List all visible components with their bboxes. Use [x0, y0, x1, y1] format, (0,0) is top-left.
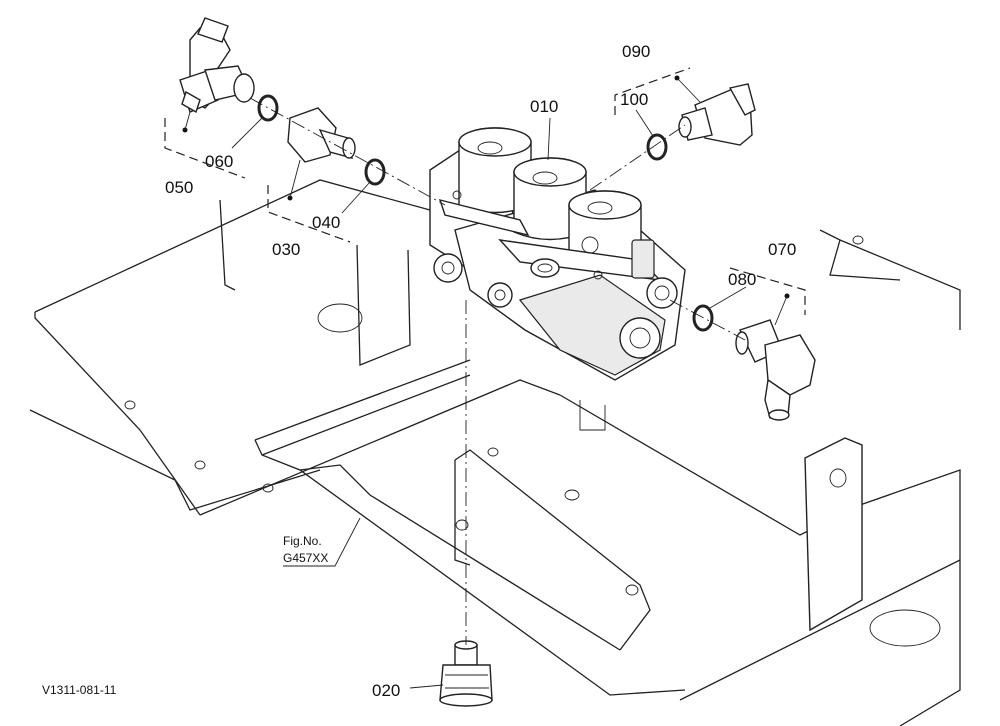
center-lines	[249, 97, 746, 645]
label-080: 080	[728, 270, 756, 289]
bracket-090-100	[614, 67, 701, 137]
label-040: 040	[312, 213, 340, 232]
label-070: 070	[768, 240, 796, 259]
leader-020	[409, 684, 444, 689]
leader-fig	[283, 517, 361, 567]
bracket-030-040	[267, 159, 371, 243]
tee-fitting-050	[179, 17, 255, 114]
frame-plate	[29, 179, 961, 726]
figure-ref-line1: Fig.No.	[283, 534, 322, 548]
adapter-030	[287, 107, 356, 163]
label-050: 050	[165, 178, 193, 197]
label-020: 020	[372, 681, 400, 700]
label-060: 060	[205, 152, 233, 171]
label-090: 090	[622, 42, 650, 61]
bracket-070-080	[709, 267, 806, 326]
valve-block-010	[429, 127, 686, 381]
elbow-070	[735, 319, 816, 421]
figure-ref-line2: G457XX	[283, 551, 328, 565]
drawing-code: V1311-081-11	[42, 683, 117, 697]
leader-010	[547, 117, 551, 161]
label-100: 100	[620, 90, 648, 109]
bracket-050-060	[164, 111, 263, 179]
label-010: 010	[530, 97, 558, 116]
elbow-090	[678, 83, 756, 146]
plug-020	[439, 640, 493, 707]
label-030: 030	[272, 240, 300, 259]
